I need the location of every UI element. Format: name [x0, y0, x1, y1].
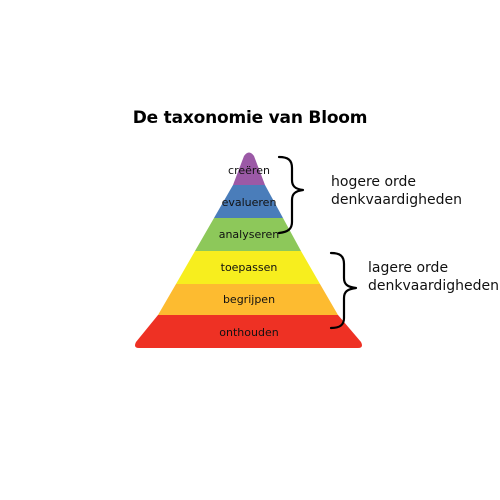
pyramid-level-3-label: analyseren: [219, 228, 280, 241]
higher-order-label-line1: hogere orde: [331, 174, 416, 190]
pyramid-level-1-band: [233, 152, 265, 185]
diagram-title: De taxonomie van Bloom: [132, 108, 368, 128]
lower-order-label-line1: lagere orde: [368, 260, 448, 276]
higher-order-label-line2: denkvaardigheden: [331, 192, 462, 208]
pyramid-level-6-band: [135, 315, 362, 348]
higher-order-brace: [277, 155, 305, 235]
pyramid-level-4-label: toepassen: [221, 261, 278, 274]
pyramid-level-5-band: [158, 284, 338, 315]
pyramid: creëren evalueren analyseren toepassen b…: [135, 152, 362, 348]
pyramid-level-6-label: onthouden: [219, 326, 278, 339]
pyramid-level-3-band: [195, 218, 301, 251]
pyramid-level-2-label: evalueren: [222, 196, 277, 209]
pyramid-level-4-band: [176, 251, 320, 284]
lower-order-brace: [329, 251, 358, 330]
higher-order-group: hogere orde denkvaardigheden: [277, 155, 462, 235]
lower-order-group: lagere orde denkvaardigheden: [329, 251, 499, 330]
pyramid-level-1-label: creëren: [228, 164, 270, 177]
pyramid-level-5-label: begrijpen: [223, 293, 275, 306]
lower-order-label-line2: denkvaardigheden: [368, 278, 499, 294]
pyramid-level-2-band: [214, 185, 283, 218]
